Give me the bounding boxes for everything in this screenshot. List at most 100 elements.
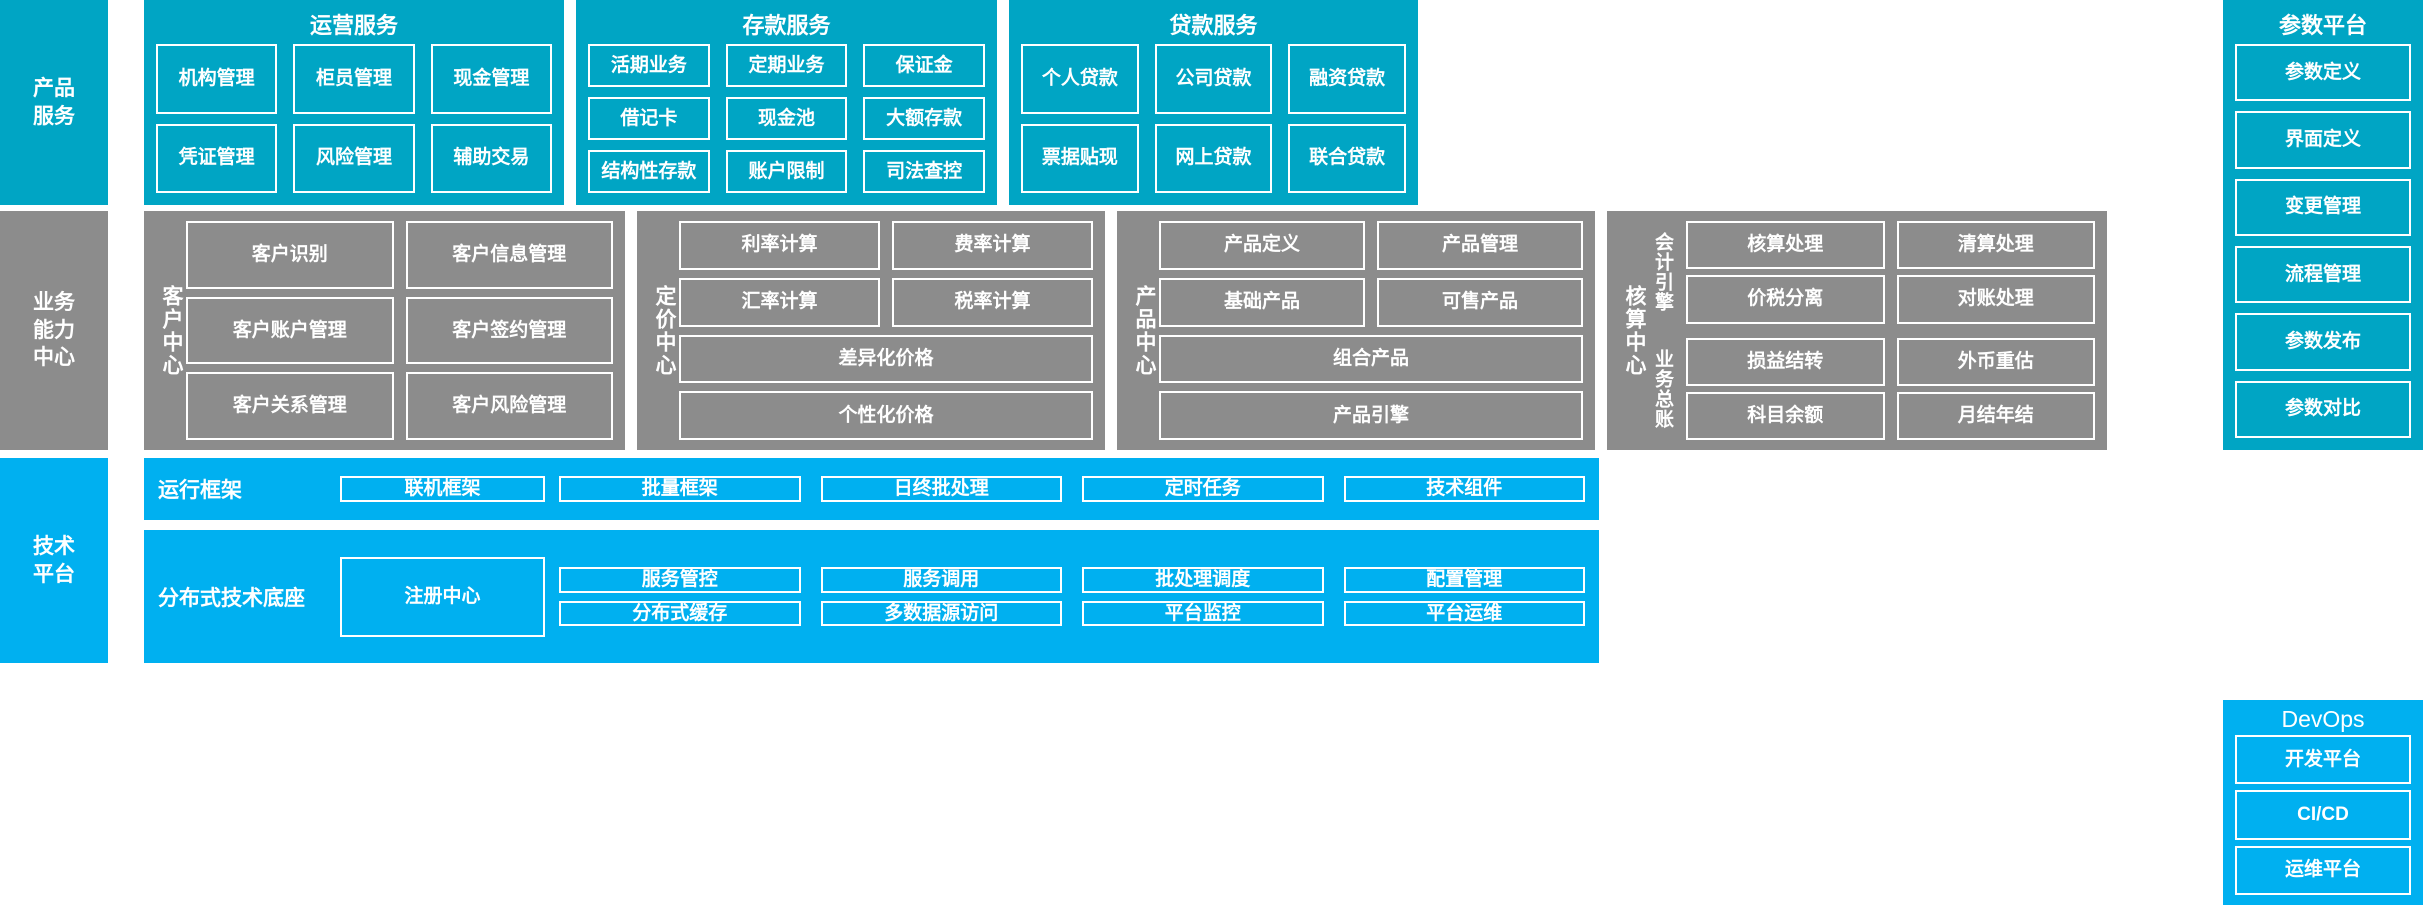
tile-grid-operation-service: 机构管理 柜员管理 现金管理 凭证管理 风险管理 辅助交易 [156, 44, 552, 193]
tile-product-management[interactable]: 产品管理 [1377, 221, 1583, 270]
tile-ci-cd[interactable]: CI/CD [2235, 790, 2411, 840]
tile-tax-rate-calc[interactable]: 税率计算 [892, 277, 1093, 327]
tile-sellable-product[interactable]: 可售产品 [1377, 277, 1583, 327]
row-label-distributed-base: 分布式技术底座 [158, 586, 305, 610]
layer-label-product-service: 产品 服务 [0, 0, 108, 205]
tile-customer-risk-management[interactable]: 客户风险管理 [405, 372, 613, 440]
tile-voucher-management[interactable]: 凭证管理 [156, 123, 278, 193]
tile-customer-contract-management[interactable]: 客户签约管理 [405, 296, 613, 365]
tile-joint-loan[interactable]: 联合贷款 [1288, 123, 1406, 193]
center-customer: 客户中心 客户识别 客户信息管理 客户账户管理 客户签约管理 客户关系管理 客户… [144, 211, 625, 450]
tile-profit-loss-carryover[interactable]: 损益结转 [1686, 337, 1885, 386]
subgroup-business-ledger: 业务总账 损益结转 外币重估 科目余额 月结年结 [1649, 337, 2095, 440]
tile-eod-batch-processing[interactable]: 日终批处理 [820, 476, 1062, 502]
center-accounting: 核算中心 会计引擎 核算处理 清算处理 价税分离 对账处理 业务总账 [1607, 211, 2107, 450]
tile-product-definition[interactable]: 产品定义 [1159, 221, 1365, 270]
tile-parameter-comparison[interactable]: 参数对比 [2235, 380, 2411, 438]
tech-row-runtime-framework: 运行框架 联机框架 批量框架 日终批处理 定时任务 技术组件 [144, 458, 1599, 520]
tile-personalized-price[interactable]: 个性化价格 [679, 391, 1093, 440]
center-label-accounting: 核算中心 [1623, 284, 1646, 377]
tile-personal-loan[interactable]: 个人贷款 [1021, 44, 1139, 114]
tile-financing-loan[interactable]: 融资贷款 [1288, 44, 1406, 114]
center-label-product: 产品中心 [1133, 284, 1156, 377]
group-deposit-service: 存款服务 活期业务 定期业务 保证金 借记卡 现金池 大额存款 结构性存款 账户… [576, 0, 997, 205]
tile-registry-center[interactable]: 注册中心 [340, 556, 545, 637]
tile-service-invocation[interactable]: 服务调用 [820, 566, 1062, 593]
tile-grid-customer-center: 客户识别 客户信息管理 客户账户管理 客户签约管理 客户关系管理 客户风险管理 [186, 221, 613, 440]
tile-product-engine[interactable]: 产品引擎 [1159, 391, 1583, 440]
tile-cash-pool[interactable]: 现金池 [725, 97, 848, 140]
tile-account-balance[interactable]: 科目余额 [1686, 391, 1885, 440]
tile-process-management[interactable]: 流程管理 [2235, 245, 2411, 304]
tile-customer-identification[interactable]: 客户识别 [186, 221, 394, 289]
tile-bundled-product[interactable]: 组合产品 [1159, 334, 1583, 384]
tile-batch-framework[interactable]: 批量框架 [559, 476, 801, 502]
tile-debit-card[interactable]: 借记卡 [588, 97, 710, 140]
tile-online-loan[interactable]: 网上贷款 [1154, 123, 1273, 193]
tile-grid-pricing-center: 利率计算 费率计算 汇率计算 税率计算 差异化价格 个性化价格 [679, 221, 1093, 440]
tile-development-platform[interactable]: 开发平台 [2235, 735, 2411, 785]
layer-product-service: 产品 服务 运营服务 机构管理 柜员管理 现金管理 凭证管理 风险管理 辅助交易… [0, 0, 2206, 205]
title-devops: DevOps [2281, 706, 2365, 732]
tile-differentiated-price[interactable]: 差异化价格 [679, 334, 1093, 384]
tile-grid-accounting-engine: 核算处理 清算处理 价税分离 对账处理 [1686, 221, 2095, 324]
tile-distributed-cache[interactable]: 分布式缓存 [559, 600, 801, 627]
tile-platform-monitoring[interactable]: 平台监控 [1082, 600, 1324, 627]
tile-account-restriction[interactable]: 账户限制 [725, 150, 848, 193]
tile-service-governance[interactable]: 服务管控 [559, 566, 801, 593]
tile-margin-deposit[interactable]: 保证金 [863, 44, 985, 87]
tile-fee-rate-calc[interactable]: 费率计算 [892, 221, 1093, 270]
tile-cash-management[interactable]: 现金管理 [430, 44, 552, 114]
tile-platform-operations[interactable]: 平台运维 [1343, 600, 1585, 627]
tile-foreign-currency-revaluation[interactable]: 外币重估 [1896, 337, 2095, 386]
tile-bill-discount[interactable]: 票据贴现 [1021, 123, 1139, 193]
tile-wrap-online-framework: 联机框架 [340, 476, 545, 502]
tile-operations-platform[interactable]: 运维平台 [2235, 845, 2411, 895]
group-title-operation-service: 运营服务 [309, 13, 398, 38]
tile-auxiliary-transaction[interactable]: 辅助交易 [430, 123, 552, 193]
tile-multi-datasource-access[interactable]: 多数据源访问 [820, 600, 1062, 627]
tile-technical-component[interactable]: 技术组件 [1343, 476, 1585, 502]
tile-configuration-management[interactable]: 配置管理 [1343, 566, 1585, 593]
tile-change-management[interactable]: 变更管理 [2235, 178, 2411, 236]
tile-grid-distributed-base: 服务管控 服务调用 批处理调度 配置管理 分布式缓存 多数据源访问 平台监控 平… [559, 566, 1585, 627]
tile-price-tax-separation[interactable]: 价税分离 [1686, 275, 1885, 324]
tile-customer-relation-management[interactable]: 客户关系管理 [186, 372, 394, 440]
panel-devops: DevOps 开发平台 CI/CD 运维平台 [2223, 700, 2423, 905]
layer-technical-platform: 技术 平台 运行框架 联机框架 批量框架 日终批处理 定时任务 技术组件 [0, 458, 2206, 663]
tile-large-deposit[interactable]: 大额存款 [863, 97, 985, 140]
tile-accounting-processing[interactable]: 核算处理 [1686, 221, 1885, 270]
panel-parameter-platform: 参数平台 参数定义 界面定义 变更管理 流程管理 参数发布 参数对比 [2223, 0, 2423, 450]
center-label-pricing: 定价中心 [653, 284, 676, 377]
tile-risk-management[interactable]: 风险管理 [293, 123, 415, 193]
tile-structured-deposit[interactable]: 结构性存款 [588, 150, 710, 193]
tile-month-year-end-closing[interactable]: 月结年结 [1896, 391, 2095, 440]
tile-demand-deposit[interactable]: 活期业务 [588, 44, 710, 87]
tile-grid-product-center: 产品定义 产品管理 基础产品 可售产品 组合产品 产品引擎 [1159, 221, 1583, 440]
tile-clearing-processing[interactable]: 清算处理 [1896, 221, 2095, 270]
tile-customer-info-management[interactable]: 客户信息管理 [405, 221, 613, 289]
tile-teller-management[interactable]: 柜员管理 [293, 44, 415, 114]
tile-basic-product[interactable]: 基础产品 [1159, 277, 1365, 327]
tile-exchange-rate-calc[interactable]: 汇率计算 [679, 277, 880, 327]
tile-parameter-release[interactable]: 参数发布 [2235, 313, 2411, 371]
center-pricing: 定价中心 利率计算 费率计算 汇率计算 税率计算 差异化价格 个性化价格 [637, 211, 1105, 450]
tile-interest-rate-calc[interactable]: 利率计算 [679, 221, 880, 270]
tile-batch-scheduling[interactable]: 批处理调度 [1082, 566, 1324, 593]
tile-judicial-control[interactable]: 司法查控 [863, 150, 985, 193]
center-product: 产品中心 产品定义 产品管理 基础产品 可售产品 组合产品 产品引擎 [1117, 211, 1595, 450]
tile-wrap-registry-center: 注册中心 [340, 556, 545, 637]
tile-reconciliation-processing[interactable]: 对账处理 [1896, 275, 2095, 324]
tile-corporate-loan[interactable]: 公司贷款 [1154, 44, 1273, 114]
tile-parameter-definition[interactable]: 参数定义 [2235, 44, 2411, 102]
tile-ui-definition[interactable]: 界面定义 [2235, 111, 2411, 169]
tile-scheduled-task[interactable]: 定时任务 [1082, 476, 1324, 502]
tile-customer-account-management[interactable]: 客户账户管理 [186, 296, 394, 365]
accounting-subgroups: 会计引擎 核算处理 清算处理 价税分离 对账处理 业务总账 损益结转 外币重估 [1649, 221, 2095, 440]
tile-org-management[interactable]: 机构管理 [156, 44, 278, 114]
subgroup-label-business-ledger: 业务总账 [1652, 348, 1673, 429]
tile-grid-deposit-service: 活期业务 定期业务 保证金 借记卡 现金池 大额存款 结构性存款 账户限制 司法… [588, 44, 985, 193]
title-parameter-platform: 参数平台 [2278, 13, 2367, 38]
tile-time-deposit[interactable]: 定期业务 [725, 44, 848, 87]
tile-online-framework[interactable]: 联机框架 [340, 476, 545, 502]
